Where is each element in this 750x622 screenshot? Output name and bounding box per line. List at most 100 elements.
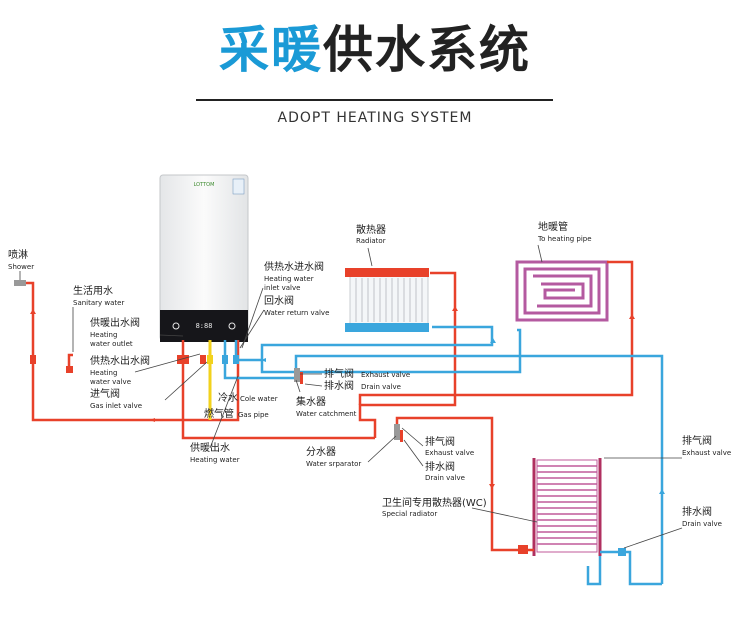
- radiator: [345, 268, 429, 332]
- label-gas-pipe: 燃气管 Gas pipe: [204, 407, 269, 420]
- radiator-label-en: Radiator: [356, 237, 386, 245]
- exhaust-valve-3-label-cn: 排气阀: [682, 434, 712, 447]
- drain-valve-3-label-cn: 排水阀: [682, 505, 712, 518]
- heating-valve-label-en-1: Heating: [90, 369, 117, 377]
- arrow-left-icon: [150, 418, 155, 422]
- return-valve-icon: [233, 355, 239, 364]
- bathroom-radiator: [532, 458, 602, 556]
- return-arrows: [261, 338, 665, 494]
- cold-water-label-cn: 冷水: [218, 391, 238, 404]
- arrow-up-icon: [659, 489, 665, 494]
- arrow-up-icon: [490, 338, 496, 343]
- heating-valve-label-en-2: water valve: [90, 378, 131, 386]
- label-heating-water-inlet: 供热水进水阀 Heating water inlet valve: [264, 260, 324, 292]
- heating-valve-label-cn: 供热水出水阀: [90, 354, 150, 367]
- boiler-brand: LOTTOM: [194, 182, 215, 188]
- return-valve-label-en: Water return valve: [264, 309, 329, 317]
- label-heating-water-valve: 供热水出水阀 Heating water valve: [90, 354, 150, 386]
- sanitary-water-label-en: Sanitary water: [73, 299, 124, 307]
- boiler-display: 8:88: [196, 322, 213, 330]
- heating-inlet-label-en-2: inlet valve: [264, 284, 300, 292]
- heating-outlet-valve-icon: [177, 355, 189, 364]
- return-valve-label-cn: 回水阀: [264, 294, 294, 307]
- flow-arrows: [30, 306, 635, 489]
- label-drain-valve-1: 排水阀 Drain valve: [324, 379, 401, 392]
- label-sanitary-water: 生活用水 Sanitary water: [73, 284, 124, 307]
- radiator-label-cn: 散热器: [356, 223, 386, 236]
- special-radiator-label-en: Special radiator: [382, 510, 437, 518]
- page-subtitle: ADOPT HEATING SYSTEM: [277, 110, 473, 126]
- boiler-control-panel: [160, 310, 248, 342]
- drain-valve-2-label-en: Drain valve: [425, 474, 465, 482]
- exhaust-valve-1-label-cn: 排气阀: [324, 367, 354, 380]
- mode-button-icon: [228, 322, 236, 330]
- label-shower: 喷淋 Shower: [8, 248, 34, 271]
- gas-valve-icon: [207, 355, 213, 364]
- separator-drain-icon: [400, 430, 403, 442]
- gas-pipe-label-en: Gas pipe: [238, 411, 269, 419]
- bathroom-inlet-valve-icon: [518, 545, 528, 554]
- label-special-radiator: 卫生间专用散热器(WC) Special radiator: [382, 496, 487, 518]
- shower-valve-icon: [30, 355, 36, 364]
- label-water-catchment: 集水器 Water catchment: [296, 395, 357, 418]
- label-drain-valve-2: 排水阀 Drain valve: [425, 460, 465, 482]
- title-part-1: 采暖: [219, 21, 323, 79]
- special-radiator-label-cn: 卫生间专用散热器(WC): [382, 496, 487, 509]
- floor-heating-coil: [515, 260, 609, 322]
- power-button-icon: [172, 322, 180, 330]
- catchment-manifold-icon: [294, 368, 300, 382]
- exhaust-valve-2-label-cn: 排气阀: [425, 435, 455, 448]
- label-cold-water: 冷水 Cole water: [218, 391, 278, 404]
- arrow-up-icon: [452, 306, 458, 311]
- arrow-down-icon: [489, 484, 495, 489]
- water-separator-label-en: Water srparator: [306, 460, 361, 468]
- sanitary-valve-icon: [66, 366, 73, 373]
- heating-pipe-label-cn: 地暖管: [538, 220, 568, 233]
- valves: [30, 355, 626, 556]
- exhaust-valve-1-label-en: Exhaust valve: [361, 371, 410, 379]
- label-exhaust-valve-3: 排气阀 Exhaust valve: [682, 434, 731, 457]
- heating-outlet-label-en-1: Heating: [90, 331, 117, 339]
- gas-inlet-label-en: Gas inlet valve: [90, 402, 142, 410]
- heating-outlet-label-cn: 供暖出水阀: [90, 316, 140, 329]
- page-title: 采暖供水系统: [0, 20, 750, 80]
- drain-valve-3-label-en: Drain valve: [682, 520, 722, 528]
- water-catchment-label-cn: 集水器: [296, 395, 326, 408]
- label-radiator: 散热器 Radiator: [356, 223, 386, 245]
- exhaust-valve-2-label-en: Exhaust valve: [425, 449, 474, 457]
- label-heating-water-outlet: 供暖出水阀 Heating water outlet: [90, 316, 140, 348]
- drain-valve-1-label-cn: 排水阀: [324, 379, 354, 392]
- label-water-separator: 分水器 Water srparator: [306, 446, 361, 468]
- label-heating-water: 供暖出水 Heating water: [190, 441, 240, 464]
- sanitary-water-label-cn: 生活用水: [73, 284, 113, 297]
- shower-label-cn: 喷淋: [8, 248, 28, 261]
- label-gas-inlet-valve: 进气阀 Gas inlet valve: [90, 387, 142, 410]
- label-heating-pipe: 地暖管 To heating pipe: [537, 220, 592, 243]
- cold-water-valve-icon: [222, 355, 228, 364]
- heating-water-label-cn: 供暖出水: [190, 441, 230, 454]
- heating-water-label-en: Heating water: [190, 456, 240, 464]
- drain-valve-1-label-en: Drain valve: [361, 383, 401, 391]
- arrow-left-icon: [261, 358, 266, 362]
- gas-inlet-label-cn: 进气阀: [90, 387, 120, 400]
- leader-lines: [19, 244, 683, 549]
- exhaust-valve-3-label-en: Exhaust valve: [682, 449, 731, 457]
- bathroom-drain-valve-icon: [618, 548, 626, 556]
- title-divider: [196, 99, 553, 101]
- label-water-return-valve: 回水阀 Water return valve: [264, 294, 329, 317]
- title-part-2: 供水系统: [323, 21, 531, 79]
- label-drain-valve-3: 排水阀 Drain valve: [682, 505, 722, 528]
- heating-inlet-label-en-1: Heating water: [264, 275, 314, 283]
- heating-inlet-label-cn: 供热水进水阀: [264, 260, 324, 273]
- gas-pipe-label-cn: 燃气管: [204, 407, 234, 420]
- drain-valve-2-label-cn: 排水阀: [425, 460, 455, 473]
- heating-outlet-label-en-2: water outlet: [90, 340, 133, 348]
- arrow-up-icon: [629, 314, 635, 319]
- catchment-drain-icon: [300, 372, 303, 384]
- cold-water-label-en: Cole water: [240, 395, 278, 403]
- shower-label-en: Shower: [8, 263, 34, 271]
- shower-head-icon: [14, 280, 26, 286]
- energy-label-icon: [232, 178, 245, 195]
- heating-pipe-label-en: To heating pipe: [537, 235, 592, 243]
